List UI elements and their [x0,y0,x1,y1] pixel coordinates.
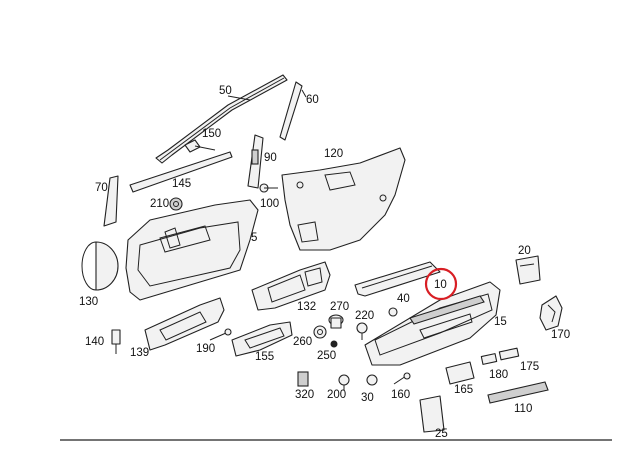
label-20: 20 [518,245,531,257]
part-210-fastener [169,197,183,211]
label-220: 220 [355,310,374,322]
part-250-fastener [330,340,338,348]
label-40: 40 [397,293,410,305]
label-320: 320 [295,389,314,401]
label-60: 60 [306,94,319,106]
highlight-circle[interactable] [424,267,458,301]
label-132: 132 [297,301,316,313]
label-25: 25 [435,428,448,440]
part-160-screw [393,372,411,385]
part-200-bolt [338,374,350,390]
label-270: 270 [330,301,349,313]
label-15: 15 [494,316,507,328]
part-70-bracket [103,175,119,227]
part-170-handle [539,295,563,331]
part-90-bracket [247,134,264,189]
label-90: 90 [264,152,277,164]
part-155-armrest [231,321,293,357]
part-15-door-trim [364,281,501,366]
label-260: 260 [293,336,312,348]
label-130: 130 [79,296,98,308]
part-5-door-trim [125,199,259,301]
part-145-strip [129,151,233,193]
part-260-grommet [313,325,327,339]
label-5: 5 [251,232,257,244]
label-165: 165 [454,384,473,396]
part-132-bezel [251,261,331,311]
part-10-trim-rail [354,261,441,297]
part-110-switch-strip [487,381,549,404]
part-220-screw [356,322,368,340]
part-60-rear-channel [279,81,307,141]
label-170: 170 [551,329,570,341]
label-200: 200 [327,389,346,401]
part-40-fastener [388,307,398,317]
label-180: 180 [489,369,508,381]
label-190: 190 [196,343,215,355]
part-25-liner [419,395,445,433]
part-130-cover [81,241,119,291]
label-50: 50 [219,85,232,97]
part-190-screw [209,328,232,341]
part-120-inner-panel [281,147,406,251]
part-30-screw [366,374,378,386]
part-139-insert [144,297,225,351]
part-175-switch [498,347,520,361]
part-140-pin [111,329,121,354]
part-50-window-channel [155,74,288,164]
part-165-switch-block [445,361,475,385]
label-145: 145 [172,178,191,190]
label-155: 155 [255,351,274,363]
label-160: 160 [391,389,410,401]
part-270-clip [328,314,344,329]
label-120: 120 [324,148,343,160]
label-30: 30 [361,392,374,404]
label-70: 70 [95,182,108,194]
label-150: 150 [202,128,221,140]
part-320-clip [297,371,309,387]
part-180-switch [480,353,498,365]
label-110: 110 [514,403,532,415]
label-139: 139 [130,347,149,359]
part-150-clip [184,139,216,153]
label-250: 250 [317,350,336,362]
part-20-module [515,255,541,285]
label-10[interactable]: 10 [434,279,447,291]
label-175: 175 [520,361,539,373]
label-210: 210 [150,198,169,210]
label-140: 140 [85,336,104,348]
part-100-screw [259,183,278,193]
label-100: 100 [260,198,279,210]
